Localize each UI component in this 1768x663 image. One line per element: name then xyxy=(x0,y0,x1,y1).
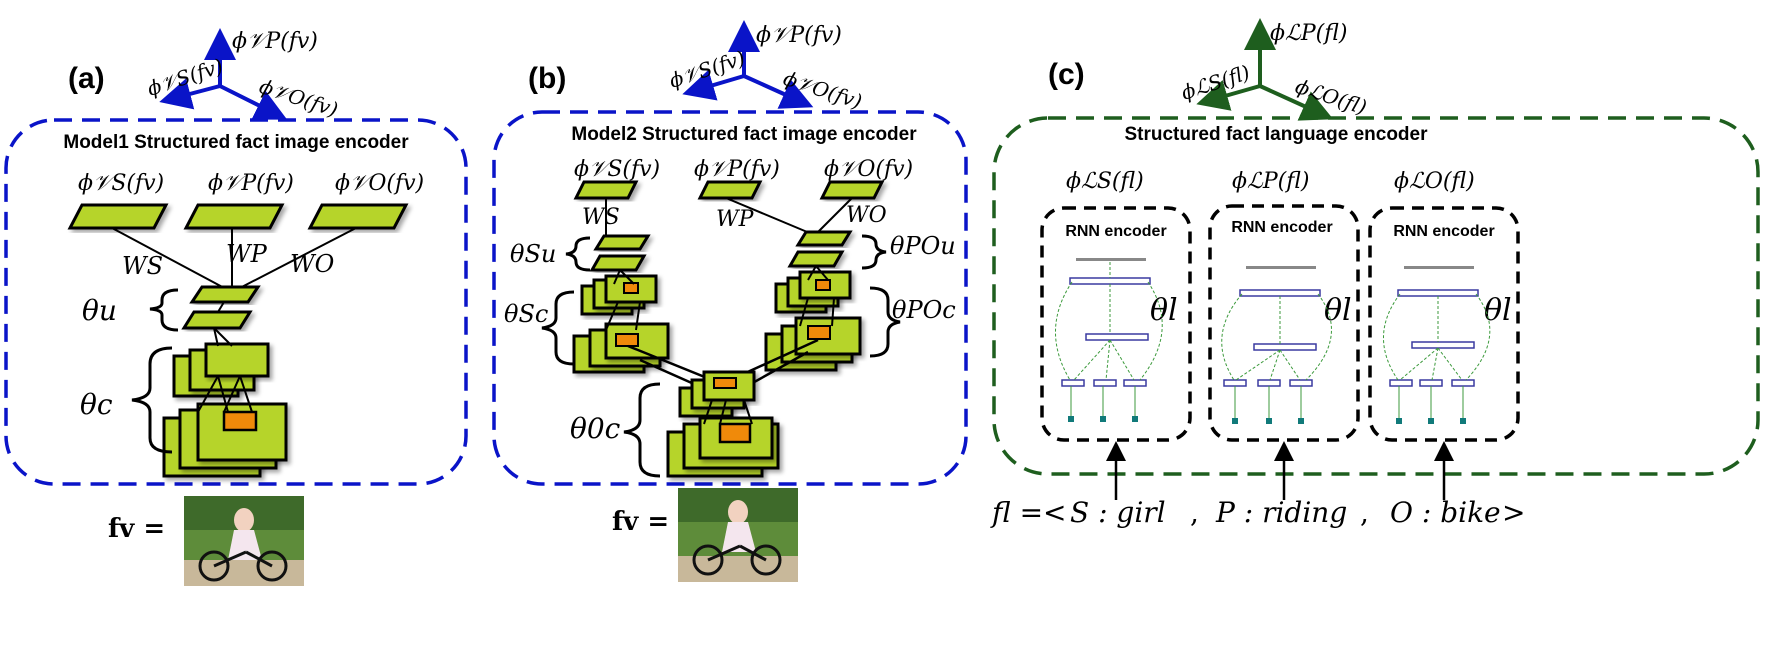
panel-a: (a) ϕ𝒱P(fv) ϕ𝒱S(fv) ϕ𝒱O(fv) Model1 Struc… xyxy=(4,28,468,586)
fact-s: S : girl xyxy=(1070,496,1166,529)
panel-a-conv-stack-2 xyxy=(162,402,288,478)
fact-o: O : bike xyxy=(1390,496,1501,529)
panel-b-label: (b) xyxy=(528,62,566,95)
theta-l-o: θl xyxy=(1484,293,1512,328)
panel-c-label: (c) xyxy=(1048,58,1085,91)
panel-b-theta-cpo: θPOc xyxy=(892,296,956,324)
panel-b-theta-upo: θPOu xyxy=(890,232,956,260)
panel-a-conv-stack-1 xyxy=(172,342,270,398)
panel-b-conv-s-large xyxy=(572,322,670,374)
panel-b-output-nodes xyxy=(573,180,885,200)
panel-b-w-s: WS xyxy=(582,205,620,230)
panel-b-conv-shared-small xyxy=(678,370,756,418)
fact-prefix: fl =< xyxy=(990,496,1067,529)
panel-a-input-label: fv = xyxy=(108,514,165,544)
panel-c-out-p: ϕℒP(fl) xyxy=(1232,169,1309,194)
rnn-encoder-o: RNN encoder θl xyxy=(1368,206,1520,442)
panel-b-w-o: WO xyxy=(846,203,887,228)
rnn-label-p: RNN encoder xyxy=(1231,219,1332,236)
panel-c-axes: ϕℒP(fl) ϕℒS(fl) ϕℒO(fl) xyxy=(1178,18,1370,121)
panel-b-node-p xyxy=(697,180,763,200)
panel-c-encoder-box xyxy=(992,116,1760,476)
panel-b-axis-p: ϕ𝒱P(fv) xyxy=(756,23,842,48)
panel-a-label: (a) xyxy=(68,62,105,95)
panel-c-out-o: ϕℒO(fl) xyxy=(1394,169,1475,194)
panel-b-out-s: ϕ𝒱S(fv) xyxy=(574,157,660,182)
panel-a-axes: ϕ𝒱P(fv) ϕ𝒱S(fv) ϕ𝒱O(fv) xyxy=(144,28,341,122)
panel-b-axis-o: ϕ𝒱O(fv) xyxy=(780,66,864,114)
rnn-encoder-s: RNN encoder θl xyxy=(1040,206,1192,442)
panel-a-theta-u: θu xyxy=(82,294,117,327)
panel-b-node-o xyxy=(819,180,885,200)
panel-a-receptive-field xyxy=(222,410,258,432)
panel-c-title: Structured fact language encoder xyxy=(1124,124,1428,145)
rnn-label-o: RNN encoder xyxy=(1393,223,1494,240)
panel-c-axis-p: ϕℒP(fl) xyxy=(1270,21,1347,46)
panel-b-theta-c0: θ0c xyxy=(570,412,621,445)
panel-b-conv-po-small xyxy=(774,270,852,314)
panel-c-out-s: ϕℒS(fl) xyxy=(1066,169,1144,194)
panel-a-theta-c: θc xyxy=(80,388,113,421)
panel-a-node-o xyxy=(307,203,409,230)
panel-b-out-o: ϕ𝒱O(fv) xyxy=(824,157,913,182)
panel-a-encoder-box xyxy=(4,118,468,486)
panel-a-out-s: ϕ𝒱S(fv) xyxy=(78,171,164,196)
panel-b-input-label: fv = xyxy=(612,507,669,537)
panel-b-input-image xyxy=(678,488,798,582)
panel-b-conv-po-large xyxy=(764,316,862,372)
panel-c-axis-o: ϕℒO(fl) xyxy=(1292,74,1369,120)
panel-a-input-image xyxy=(184,496,304,586)
fact-p: P : riding xyxy=(1215,496,1347,529)
panel-b-node-s xyxy=(573,180,639,200)
panel-b-out-p: ϕ𝒱P(fv) xyxy=(694,157,780,182)
fact-comma-2: , xyxy=(1360,496,1369,529)
panel-a-w-p: WP xyxy=(226,240,268,268)
panel-a-output-nodes xyxy=(67,203,409,230)
panel-a-node-p xyxy=(183,203,285,230)
panel-a-w-o: WO xyxy=(290,250,335,278)
panel-a-axis-o: ϕ𝒱O(fv) xyxy=(256,74,340,122)
theta-l-p: θl xyxy=(1324,293,1352,328)
panel-b-conv-s-small xyxy=(580,274,658,316)
panel-b-title: Model2 Structured fact image encoder xyxy=(571,124,917,145)
rnn-encoder-p: RNN encoder θl xyxy=(1208,204,1360,442)
panel-b-theta-cs: θSc xyxy=(504,300,548,328)
panel-a-node-s xyxy=(67,203,169,230)
panel-a-axis-p: ϕ𝒱P(fv) xyxy=(232,29,318,54)
fact-suffix: > xyxy=(1502,496,1525,529)
panel-c: (c) ϕℒP(fl) ϕℒS(fl) ϕℒO(fl) Structured f… xyxy=(990,18,1760,529)
panel-a-title: Model1 Structured fact image encoder xyxy=(63,132,409,153)
panel-a-w-s: WS xyxy=(122,252,163,280)
rnn-label-s: RNN encoder xyxy=(1065,223,1166,240)
panel-b-encoder-box xyxy=(492,110,968,486)
panel-b-w-p: WP xyxy=(716,207,755,232)
panel-b: (b) ϕ𝒱P(fv) ϕ𝒱S(fv) ϕ𝒱O(fv) Model2 Struc… xyxy=(492,20,968,582)
panel-a-out-p: ϕ𝒱P(fv) xyxy=(208,171,294,196)
panel-b-axes: ϕ𝒱P(fv) ϕ𝒱S(fv) ϕ𝒱O(fv) xyxy=(666,20,865,114)
fact-comma-1: , xyxy=(1190,496,1199,529)
theta-l-s: θl xyxy=(1150,293,1178,328)
panel-b-theta-us: θSu xyxy=(510,240,556,268)
panel-a-out-o: ϕ𝒱O(fv) xyxy=(335,171,424,196)
panel-b-conv-shared-large xyxy=(666,416,780,478)
